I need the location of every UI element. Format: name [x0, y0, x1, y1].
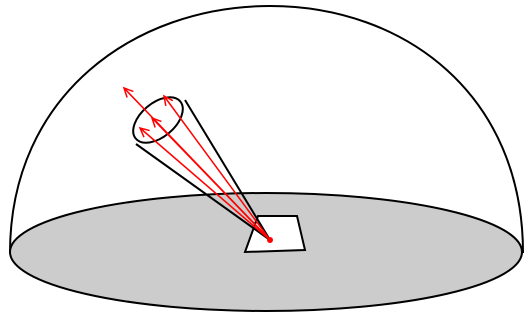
ray-arrowhead [122, 86, 134, 98]
ray-arrowhead [150, 116, 162, 128]
radiance-rays [122, 86, 271, 241]
ray-arrowhead [162, 94, 174, 106]
ray-arrowhead [138, 126, 150, 138]
ray-line [163, 95, 271, 241]
hemisphere-dome [9, 4, 524, 254]
ray-line [139, 127, 271, 241]
ray-line [151, 117, 271, 241]
solid-angle-cone [132, 96, 271, 241]
cone-cap-ellipse [132, 96, 184, 144]
ray-origin-point [267, 237, 273, 243]
cone-edge-left [135, 143, 271, 241]
cone-edge-right [184, 99, 271, 241]
